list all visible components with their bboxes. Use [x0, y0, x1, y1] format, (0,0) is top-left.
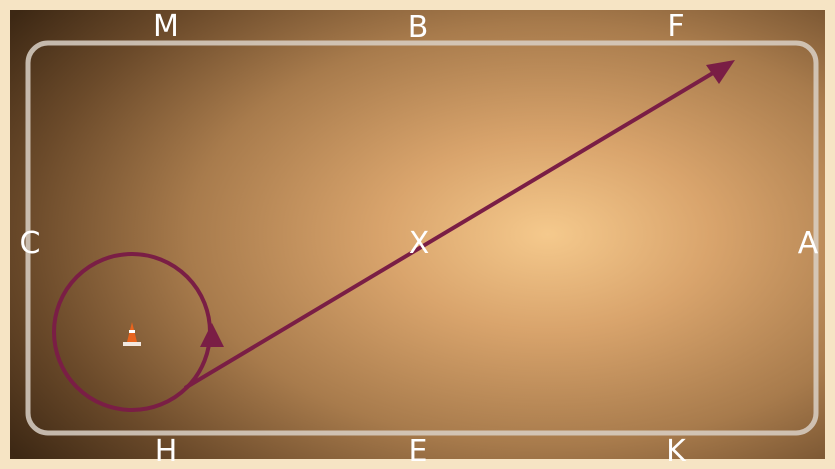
traffic-cone-icon — [123, 322, 141, 346]
arena-background — [10, 10, 825, 459]
letter-e: E — [408, 434, 428, 469]
letter-k: K — [666, 434, 686, 469]
letter-h: H — [154, 434, 178, 469]
letter-f: F — [667, 9, 685, 44]
arena-border — [25, 40, 819, 436]
letter-x: X — [408, 226, 430, 261]
letter-b: B — [407, 10, 429, 45]
letter-a: A — [797, 226, 819, 261]
circle-direction-arrow — [200, 323, 224, 347]
diagonal-path — [183, 68, 720, 390]
diagonal-arrowhead — [706, 60, 735, 84]
letter-c: C — [19, 226, 41, 261]
letter-m: M — [153, 9, 179, 44]
